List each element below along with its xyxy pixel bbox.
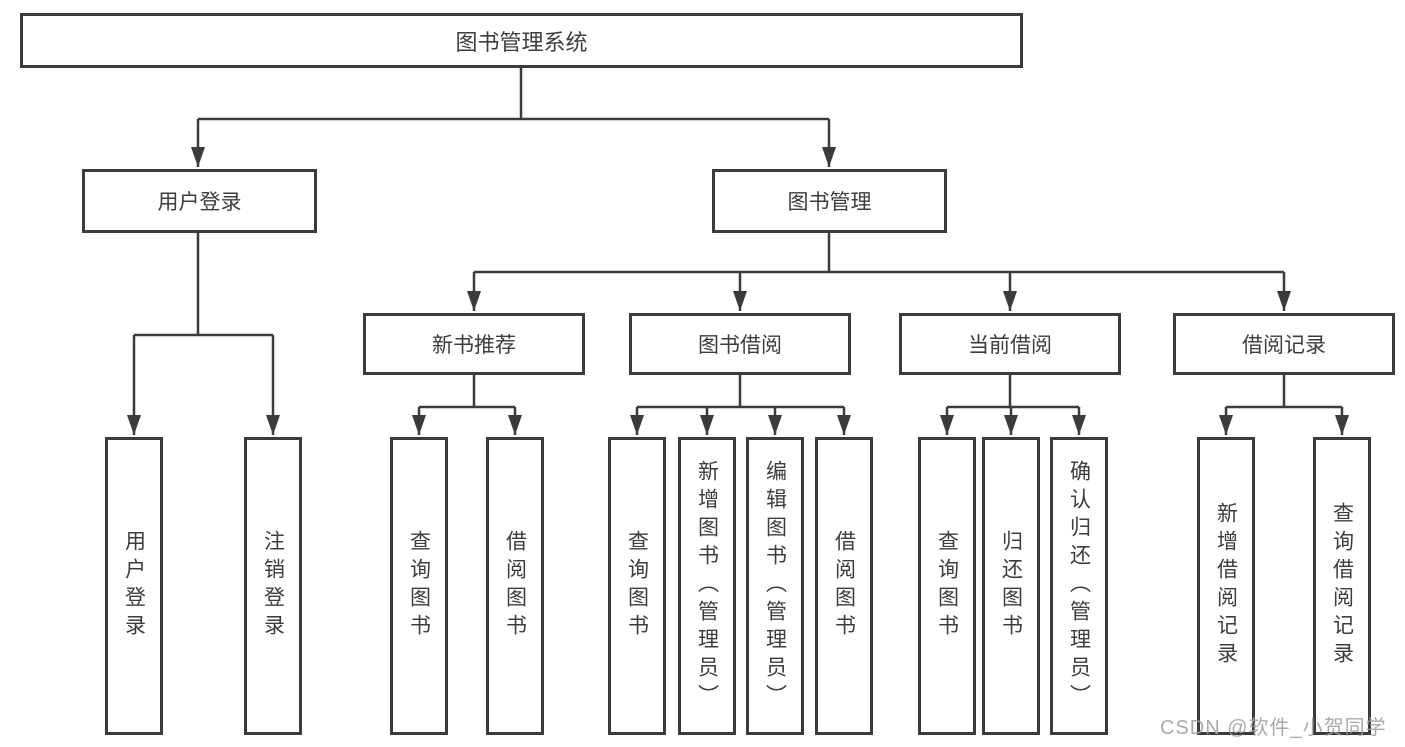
leaf-user-login: 用户登录 (105, 437, 163, 735)
leaf-add-borrow-record: 新增借阅记录 (1197, 437, 1255, 735)
node-borrow-records: 借阅记录 (1173, 313, 1395, 375)
node-current-borrow: 当前借阅 (899, 313, 1121, 375)
leaf-edit-books-admin: 编辑图书（管理员） (746, 437, 804, 735)
leaf-query-books-borrow: 查询图书 (608, 437, 666, 735)
leaf-borrow-books: 借阅图书 (815, 437, 873, 735)
csdn-watermark: CSDN @软件_小贺同学 (1160, 717, 1387, 739)
leaf-logout: 注销登录 (244, 437, 302, 735)
leaf-query-borrow-record: 查询借阅记录 (1313, 437, 1371, 735)
node-book-management: 图书管理 (712, 169, 947, 233)
node-new-book-recommend: 新书推荐 (363, 313, 585, 375)
leaf-query-books-current: 查询图书 (918, 437, 976, 735)
node-user-login: 用户登录 (82, 169, 317, 233)
node-book-borrow: 图书借阅 (629, 313, 851, 375)
leaf-return-books: 归还图书 (982, 437, 1040, 735)
leaf-add-books-admin: 新增图书（管理员） (678, 437, 736, 735)
node-library-management-system: 图书管理系统 (20, 13, 1023, 68)
leaf-query-books-recommend: 查询图书 (390, 437, 448, 735)
leaf-confirm-return-admin: 确认归还（管理员） (1050, 437, 1108, 735)
leaf-borrow-books-recommend: 借阅图书 (486, 437, 544, 735)
